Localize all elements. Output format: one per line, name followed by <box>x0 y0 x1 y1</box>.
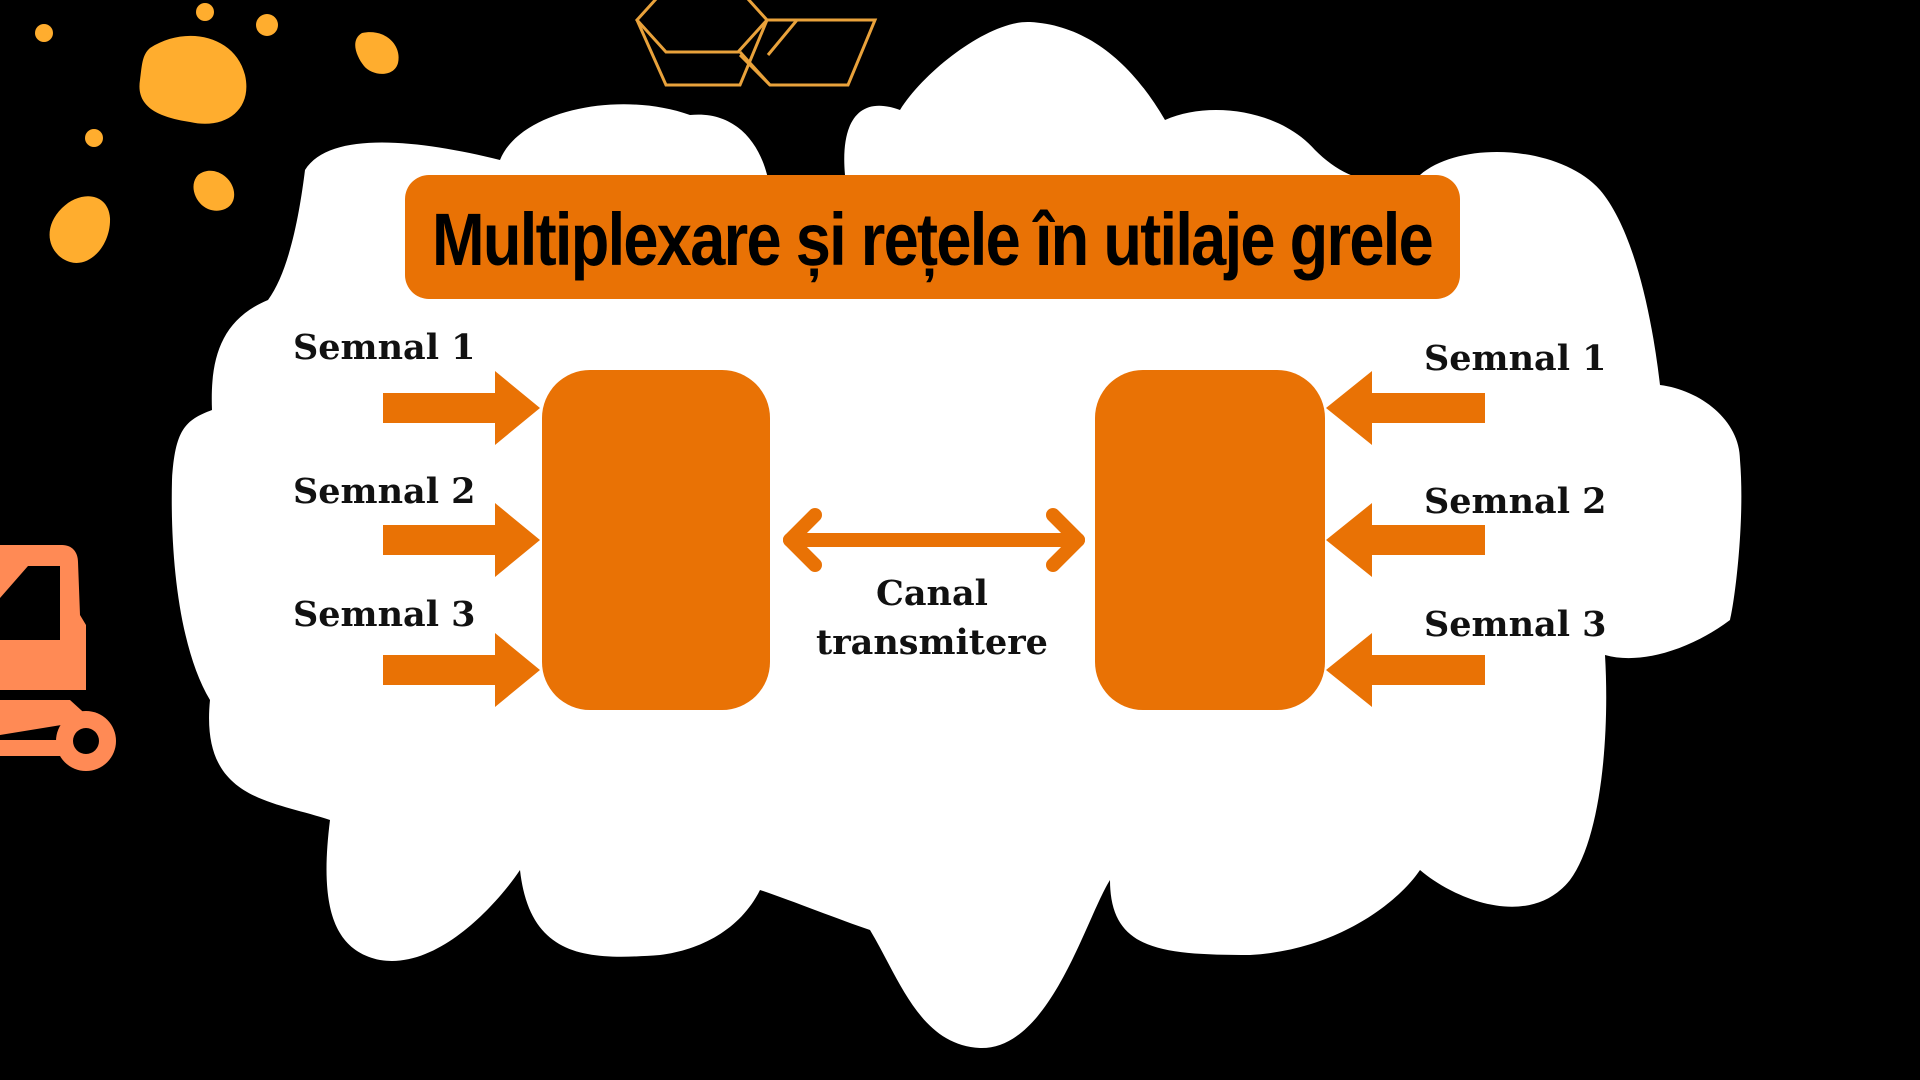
page-title: Multiplexare și rețele în utilaje grele <box>432 198 1432 282</box>
right-signal-label-3: Semnal 3 <box>1424 604 1607 645</box>
left-signal-arrow-1 <box>383 371 540 445</box>
cubes-outline-icon <box>634 0 878 87</box>
left-signal-label-1: Semnal 1 <box>293 327 476 368</box>
right-signal-label-1: Semnal 1 <box>1424 338 1607 379</box>
forklift-icon <box>0 545 116 771</box>
left-signal-arrow-3 <box>383 633 540 707</box>
left-signal-label-2: Semnal 2 <box>293 471 476 512</box>
left-signal-label-3: Semnal 3 <box>293 594 476 635</box>
channel-label-line2: transmitere <box>816 622 1048 663</box>
left-signal-arrows <box>383 371 540 707</box>
left-signal-arrow-2 <box>383 503 540 577</box>
right-signal-arrows <box>1326 371 1485 707</box>
channel-arrow <box>783 508 1085 572</box>
multiplexer-block <box>542 370 770 710</box>
demultiplexer-block <box>1095 370 1325 710</box>
right-signal-arrow-2 <box>1326 503 1485 577</box>
right-signal-arrow-3 <box>1326 633 1485 707</box>
right-signal-label-2: Semnal 2 <box>1424 481 1607 522</box>
title-banner <box>405 175 1460 299</box>
channel-label-line1: Canal <box>876 573 988 614</box>
right-signal-arrow-1 <box>1326 371 1485 445</box>
paint-splatter-icon <box>35 3 399 263</box>
